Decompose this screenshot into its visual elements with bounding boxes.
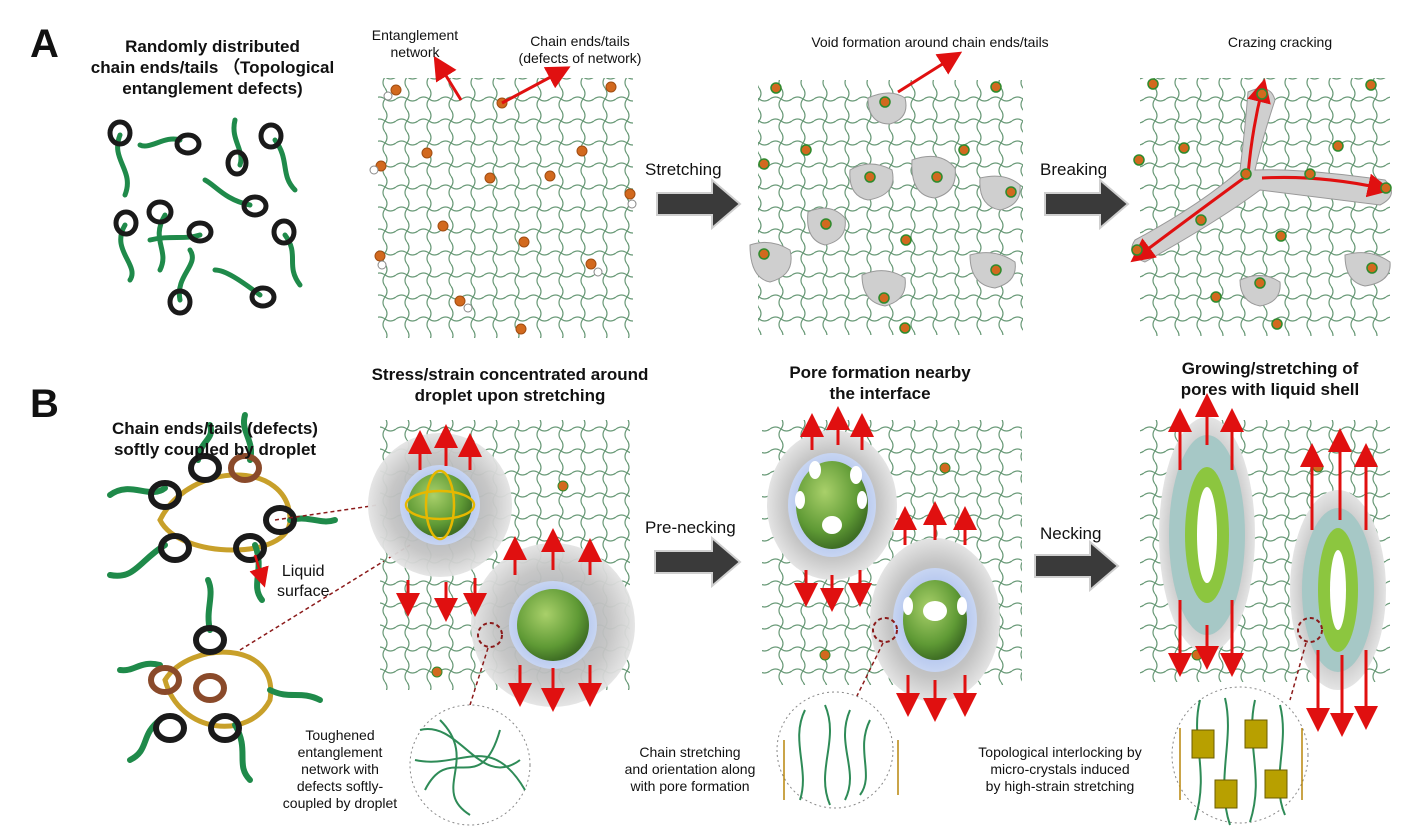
step-label-prenecking: Pre-necking	[645, 518, 736, 537]
label-growing-pores-line1: Growing/stretching of	[1181, 359, 1359, 378]
label-topological-line2: micro-crystals induced	[990, 761, 1130, 777]
label-chain-stretching-line2: and orientation along	[624, 761, 756, 777]
label-liquid-surface: Liquid surface	[277, 562, 329, 602]
label-topological-interlocking: Topological interlocking by micro-crysta…	[960, 744, 1160, 795]
panel-b-title: Chain ends/tails (defects) softly couple…	[85, 418, 345, 460]
label-toughened-line5: coupled by droplet	[282, 795, 398, 811]
label-toughened-line1: Toughened	[305, 727, 375, 743]
panel-b-title-line2: softly coupled by droplet	[113, 440, 317, 459]
label-entanglement-network-line2: network	[390, 44, 440, 60]
label-chain-stretching-line3: with pore formation	[630, 778, 750, 794]
label-entanglement-network-line1: Entanglement	[371, 27, 459, 43]
panel-letter-a: A	[30, 22, 59, 66]
block-arrow-breaking	[1044, 177, 1130, 231]
panel-letter-b: B	[30, 382, 59, 426]
label-topological-line3: by high-strain stretching	[985, 778, 1135, 794]
step-label-stretching: Stretching	[645, 160, 722, 179]
label-stress-strain-line2: droplet upon stretching	[414, 386, 606, 405]
label-crazing-cracking: Crazing cracking	[1227, 34, 1333, 50]
label-growing-pores-line2: pores with liquid shell	[1180, 380, 1360, 399]
chain-coils-a	[107, 117, 303, 316]
label-topological-line1: Topological interlocking by	[978, 744, 1142, 760]
panel-a-title: Randomly distributed chain ends/tails （T…	[70, 36, 355, 99]
panel-a-title-line2: chain ends/tails （Topological	[90, 58, 335, 77]
label-growing-pores: Growing/stretching of pores with liquid …	[1140, 358, 1400, 400]
label-void-formation: Void formation around chain ends/tails	[811, 34, 1049, 50]
label-toughened-line2: entanglement	[297, 744, 383, 760]
step-label-necking: Necking	[1040, 524, 1102, 543]
label-toughened-line3: network with	[301, 761, 379, 777]
step-label-breaking: Breaking	[1040, 160, 1108, 179]
panel-a-title-line1: Randomly distributed	[125, 37, 300, 56]
network-a1	[378, 78, 633, 338]
block-arrow-stretching	[656, 177, 742, 231]
label-stress-strain-line1: Stress/strain concentrated around	[371, 365, 649, 384]
label-toughened-network: Toughened entanglement network with defe…	[270, 727, 410, 812]
label-liquid-surface-line2: surface	[277, 583, 330, 600]
label-chain-stretching: Chain stretching and orientation along w…	[605, 744, 775, 795]
label-toughened-line4: defects softly-	[296, 778, 384, 794]
label-chain-ends-line2: (defects of network)	[518, 50, 642, 66]
label-entanglement-network: Entanglement network	[360, 27, 470, 61]
label-pore-formation-line2: the interface	[829, 384, 931, 403]
label-pore-formation-line1: Pore formation nearby	[789, 363, 971, 382]
coupled-coils-b	[107, 412, 338, 783]
label-pore-formation: Pore formation nearby the interface	[760, 362, 1000, 404]
label-chain-ends-line1: Chain ends/tails	[530, 33, 630, 49]
label-chain-stretching-line1: Chain stretching	[639, 744, 741, 760]
panel-a-title-line3: entanglement defects)	[122, 79, 303, 98]
label-chain-ends: Chain ends/tails (defects of network)	[500, 33, 660, 67]
label-stress-strain: Stress/strain concentrated around drople…	[340, 364, 680, 406]
panel-b-title-line1: Chain ends/tails (defects)	[112, 419, 318, 438]
label-liquid-surface-line1: Liquid	[281, 563, 325, 580]
